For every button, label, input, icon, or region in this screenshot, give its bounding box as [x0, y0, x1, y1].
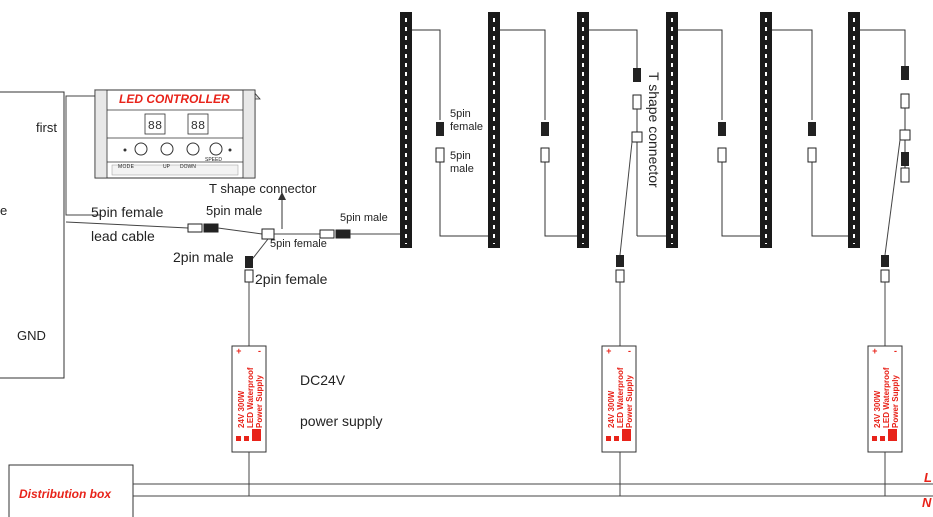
- label-5pin-male-top: 5pin male: [206, 203, 263, 218]
- psu3-minus: -: [894, 346, 897, 356]
- strip-link-1b: [439, 160, 488, 237]
- label-t-shape-connector: T shape connector: [209, 181, 317, 196]
- label-dc24v: DC24V: [300, 372, 346, 388]
- controller-button-label-mode: MODE: [118, 164, 135, 170]
- distribution-box-label: Distribution box: [19, 487, 111, 501]
- controller-button-up: [160, 142, 174, 156]
- power-supply-2: [601, 345, 637, 496]
- pin2-male-plug-1: [245, 256, 253, 268]
- label-t-shape-connector-vertical: T shape connector: [646, 72, 662, 188]
- psu1-plus: +: [236, 346, 242, 356]
- led-strip-1: [400, 12, 412, 248]
- bus-label-l: L: [924, 470, 932, 485]
- strip-link-1: [412, 29, 441, 120]
- label-5pin-male-right: 5pin male: [340, 212, 388, 224]
- psu2-plus: +: [606, 346, 612, 356]
- power-supply-3: [867, 345, 903, 496]
- bus-label-n: N: [922, 495, 932, 510]
- lead-male-plug: [203, 223, 219, 233]
- svg-text:88: 88: [148, 119, 162, 133]
- label-lead-female: 5pin female: [91, 204, 164, 220]
- label-lead-cable: lead cable: [91, 228, 155, 244]
- controller-button-down: [186, 142, 200, 156]
- left-panel: [0, 91, 65, 379]
- controller-button-label-up: UP: [163, 164, 170, 170]
- label-strip-5pin-female: 5pin female: [450, 108, 484, 133]
- controller-button-mode: [134, 142, 148, 156]
- label-2pin-female: 2pin female: [255, 271, 328, 287]
- label-power-supply: power supply: [300, 413, 383, 429]
- led-strip-5: [760, 12, 772, 248]
- psu2-line2: LED Waterproof: [616, 367, 625, 428]
- led-strip-3: [577, 12, 589, 248]
- psu1-line1: 24V 300W: [237, 390, 246, 428]
- led-strip-6: [848, 12, 860, 248]
- panel-fragment-e: e: [0, 203, 8, 218]
- mid-female-plug: [319, 229, 335, 239]
- psu1-line3: Power Supply: [255, 375, 264, 428]
- led-strip-4: [666, 12, 678, 248]
- psu2-minus: -: [628, 346, 631, 356]
- psu3-line1: 24V 300W: [873, 390, 882, 428]
- led-controller: 88 88: [94, 89, 261, 179]
- controller-button-label-speed: SPEED: [205, 157, 222, 163]
- panel-fragment-first: first: [36, 120, 57, 135]
- controller-button-speed: [209, 142, 223, 156]
- digit-display-1: [144, 113, 166, 135]
- psu1-minus: -: [258, 346, 261, 356]
- label-5pin-female-mid: 5pin female: [270, 238, 327, 250]
- panel-fragment-gnd: GND: [17, 328, 46, 343]
- lead-female-plug: [187, 223, 203, 233]
- psu3-plus: +: [872, 346, 878, 356]
- distribution-box: [8, 464, 134, 517]
- digit-display-2: [187, 113, 209, 135]
- svg-text:88: 88: [191, 119, 205, 133]
- controller-signal-wire: [65, 95, 100, 216]
- label-strip-5pin-male: 5pin male: [450, 150, 474, 175]
- lead-cable-wire: [65, 221, 189, 229]
- psu3-line3: Power Supply: [891, 375, 900, 428]
- mid-male-plug: [335, 229, 351, 239]
- psu1-line2: LED Waterproof: [246, 367, 255, 428]
- pin2-female-plug-1: [244, 269, 254, 283]
- psu2-line3: Power Supply: [625, 375, 634, 428]
- psu2-line1: 24V 300W: [607, 390, 616, 428]
- psu3-line2: LED Waterproof: [882, 367, 891, 428]
- label-2pin-male: 2pin male: [173, 249, 234, 265]
- controller-title: LED CONTROLLER: [119, 92, 230, 106]
- power-supply-1: [231, 345, 267, 496]
- led-strip-2: [488, 12, 500, 248]
- controller-button-label-down: DOWN: [180, 164, 196, 170]
